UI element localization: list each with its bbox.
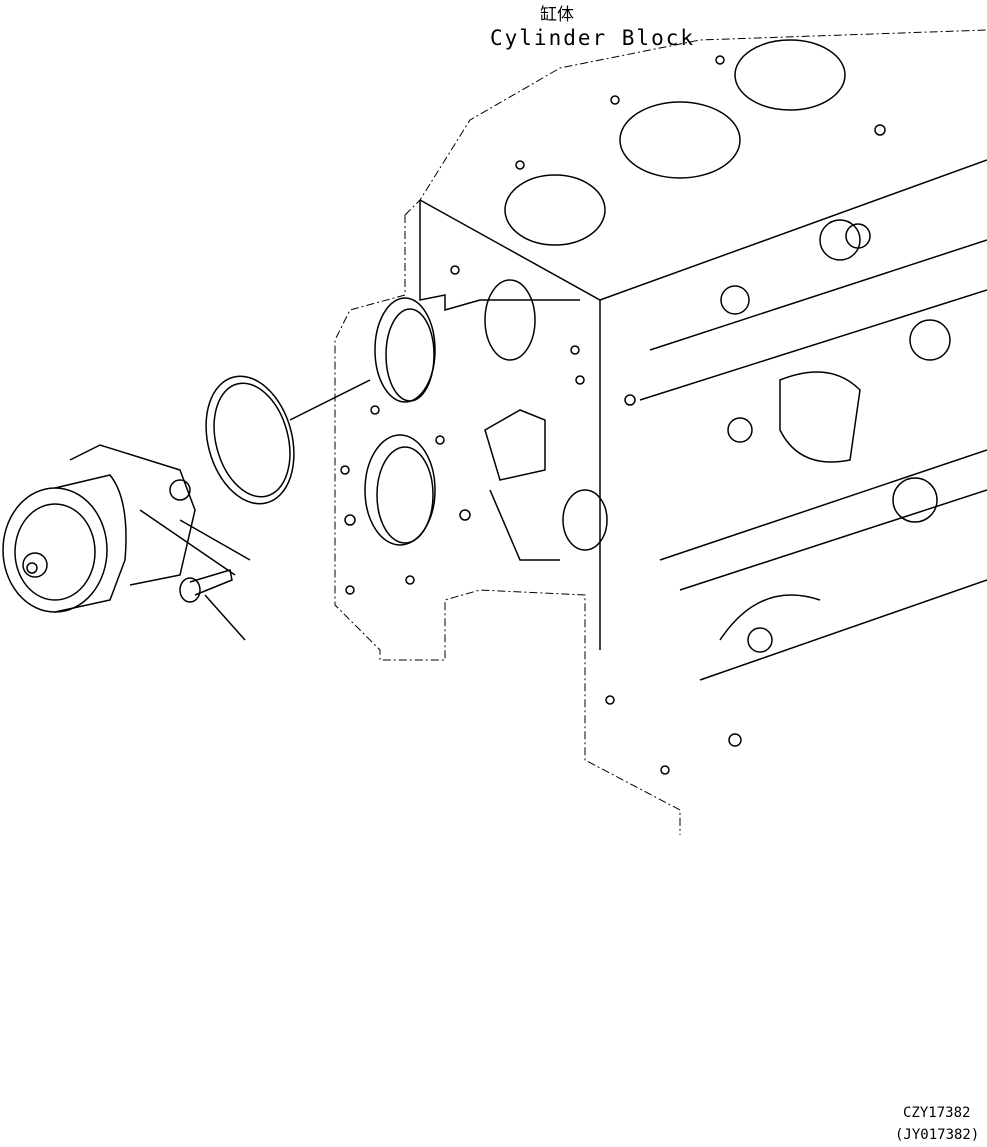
water-pump <box>2 444 251 613</box>
drawing-code: CZY17382 <box>903 1105 971 1121</box>
cylinder-block <box>334 29 987 835</box>
cylinder-block-label: Cylinder Block <box>490 26 696 50</box>
o-ring <box>205 375 371 505</box>
cylinder-block-label-cn: 缸体 <box>540 5 574 25</box>
bolt <box>179 569 246 641</box>
drawing-code-alt: (JY017382) <box>895 1127 980 1143</box>
